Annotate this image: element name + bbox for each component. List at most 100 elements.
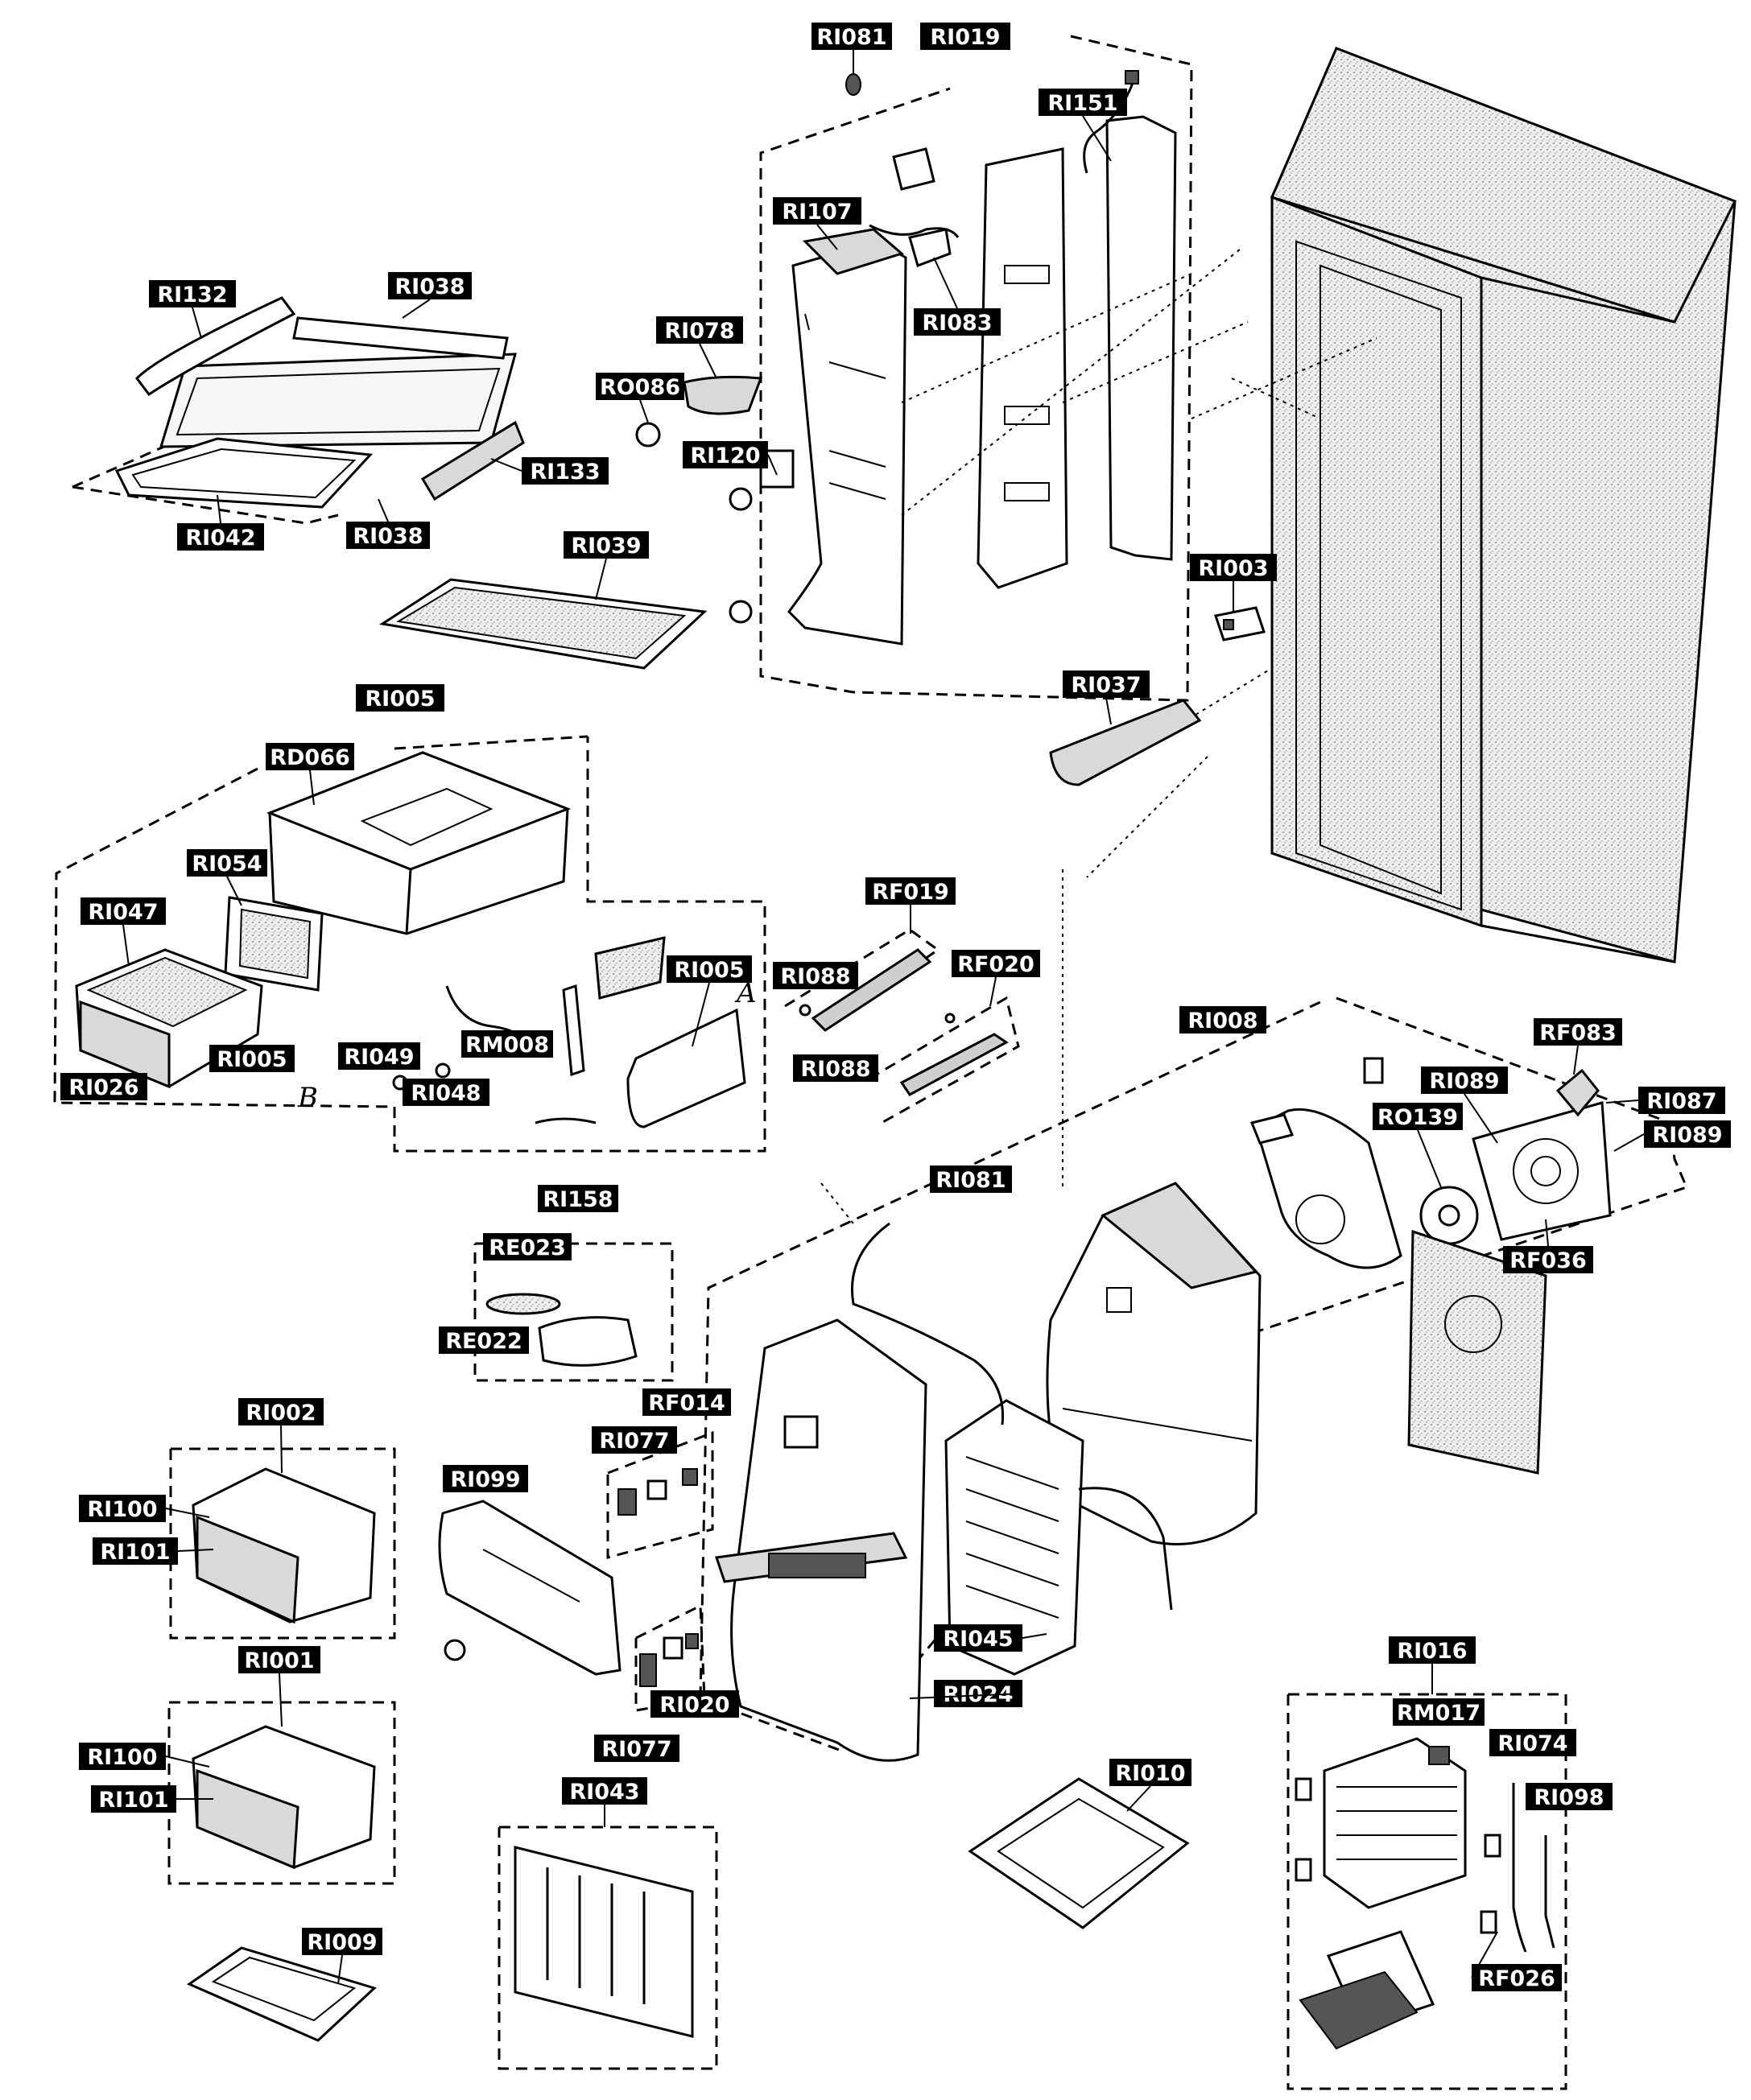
svg-text:RO086: RO086	[600, 375, 680, 400]
svg-text:RI047: RI047	[88, 900, 158, 925]
svg-text:RI077: RI077	[599, 1429, 669, 1454]
svg-text:RI089: RI089	[1429, 1069, 1499, 1094]
label-ri005-top: RI005	[356, 684, 444, 712]
label-ri043: RI043	[562, 1777, 647, 1805]
label-rm017: RM017	[1393, 1698, 1485, 1726]
svg-text:RE022: RE022	[445, 1329, 522, 1354]
evaporator-ri016	[1286, 1693, 1567, 2090]
svg-text:RI039: RI039	[571, 534, 641, 559]
svg-text:RI098: RI098	[1534, 1785, 1604, 1810]
label-ri077-a: RI077	[592, 1426, 677, 1454]
label-ri001: RI001	[238, 1646, 320, 1673]
label-ri083: RI083	[914, 308, 1001, 336]
wire-shelf-ri039	[378, 578, 708, 670]
annotation-b: B	[297, 1082, 318, 1114]
svg-text:RI101: RI101	[98, 1788, 168, 1813]
guide-rail-ri037	[1049, 699, 1202, 786]
label-re022: RE022	[439, 1326, 529, 1354]
door-liner-assembly-ri019	[635, 35, 1193, 702]
svg-text:RI026: RI026	[68, 1075, 138, 1100]
rail-group-rf019	[784, 928, 940, 1032]
label-rm008: RM008	[461, 1030, 553, 1058]
label-ri054: RI054	[187, 849, 267, 877]
svg-text:RM008: RM008	[465, 1033, 549, 1058]
label-rf036: RF036	[1503, 1246, 1593, 1273]
label-ri048: RI048	[403, 1079, 489, 1106]
label-rd066: RD066	[266, 743, 354, 770]
label-ri081-top: RI081	[811, 23, 892, 50]
svg-text:RI038: RI038	[394, 274, 465, 299]
label-ri087: RI087	[1638, 1087, 1725, 1114]
svg-text:RF036: RF036	[1509, 1248, 1587, 1273]
svg-text:RI120: RI120	[690, 444, 760, 468]
label-ri151: RI151	[1039, 89, 1127, 116]
drawer-ri001	[167, 1701, 396, 1885]
svg-text:RI081: RI081	[935, 1168, 1006, 1193]
svg-text:RI008: RI008	[1187, 1009, 1257, 1033]
svg-text:RI088: RI088	[800, 1057, 870, 1082]
label-ri037: RI037	[1063, 670, 1150, 698]
label-ri158: RI158	[538, 1185, 618, 1212]
svg-text:RE023: RE023	[489, 1236, 566, 1260]
svg-text:RI005: RI005	[217, 1047, 287, 1072]
label-rf083: RF083	[1534, 1018, 1622, 1046]
label-ri089-b: RI089	[1644, 1120, 1731, 1148]
callout-leaders	[122, 50, 1645, 1985]
label-ri107: RI107	[773, 197, 861, 225]
svg-text:RI005: RI005	[365, 687, 435, 712]
svg-text:RI001: RI001	[244, 1648, 314, 1673]
svg-text:RI048: RI048	[411, 1081, 481, 1106]
label-ri101-a: RI101	[93, 1537, 178, 1565]
svg-text:RI100: RI100	[87, 1745, 157, 1770]
ice-tray-assembly-ri158	[473, 1242, 674, 1382]
label-ri100-a: RI100	[79, 1495, 166, 1522]
label-ri016: RI016	[1389, 1636, 1476, 1664]
svg-text:RI005: RI005	[674, 958, 744, 983]
label-ri049: RI049	[338, 1042, 420, 1070]
label-ri088-b: RI088	[793, 1054, 878, 1082]
svg-text:RI054: RI054	[192, 852, 262, 877]
leader-lines	[820, 249, 1377, 1224]
svg-text:RI107: RI107	[782, 200, 852, 225]
label-re023: RE023	[483, 1233, 572, 1260]
shelf-assembly	[72, 296, 525, 525]
label-ri010: RI010	[1109, 1759, 1191, 1786]
label-ri047: RI047	[81, 897, 166, 925]
label-ri045: RI045	[934, 1624, 1022, 1652]
svg-text:RF026: RF026	[1478, 1966, 1555, 1991]
label-ri005-mid: RI005	[667, 955, 752, 983]
svg-text:RF019: RF019	[872, 880, 949, 905]
svg-text:RI133: RI133	[530, 460, 600, 485]
label-ri019: RI019	[920, 23, 1010, 50]
svg-text:RI003: RI003	[1198, 556, 1268, 581]
svg-text:RI002: RI002	[246, 1401, 316, 1425]
label-rf020: RF020	[952, 950, 1040, 977]
crisper-cover-assembly-ri005	[53, 735, 766, 1153]
label-ri038-a: RI038	[388, 272, 472, 299]
svg-text:RI087: RI087	[1646, 1089, 1716, 1114]
svg-text:RI088: RI088	[780, 964, 850, 989]
svg-text:RI158: RI158	[543, 1187, 613, 1212]
svg-text:RI132: RI132	[157, 283, 227, 307]
rail-group-rf020	[869, 996, 1020, 1124]
svg-text:RM017: RM017	[1397, 1701, 1481, 1726]
svg-text:RI037: RI037	[1071, 673, 1141, 698]
drawer-ri002	[169, 1447, 396, 1640]
cover-ri099	[438, 1500, 622, 1676]
label-ri026: RI026	[60, 1073, 147, 1100]
label-ro139: RO139	[1373, 1103, 1463, 1130]
svg-text:RI043: RI043	[569, 1780, 639, 1805]
svg-text:RI151: RI151	[1047, 91, 1117, 116]
svg-text:RI019: RI019	[930, 25, 1000, 50]
label-ri077-b: RI077	[594, 1735, 679, 1762]
svg-text:RI020: RI020	[659, 1693, 729, 1718]
label-ri098: RI098	[1526, 1783, 1613, 1810]
label-ri002: RI002	[238, 1398, 324, 1425]
label-ri009: RI009	[302, 1928, 382, 1955]
svg-text:RF020: RF020	[957, 952, 1034, 977]
label-ri120: RI120	[683, 441, 768, 468]
label-ri039: RI039	[564, 531, 649, 559]
label-rf014: RF014	[642, 1388, 731, 1416]
svg-text:RI049: RI049	[344, 1045, 414, 1070]
